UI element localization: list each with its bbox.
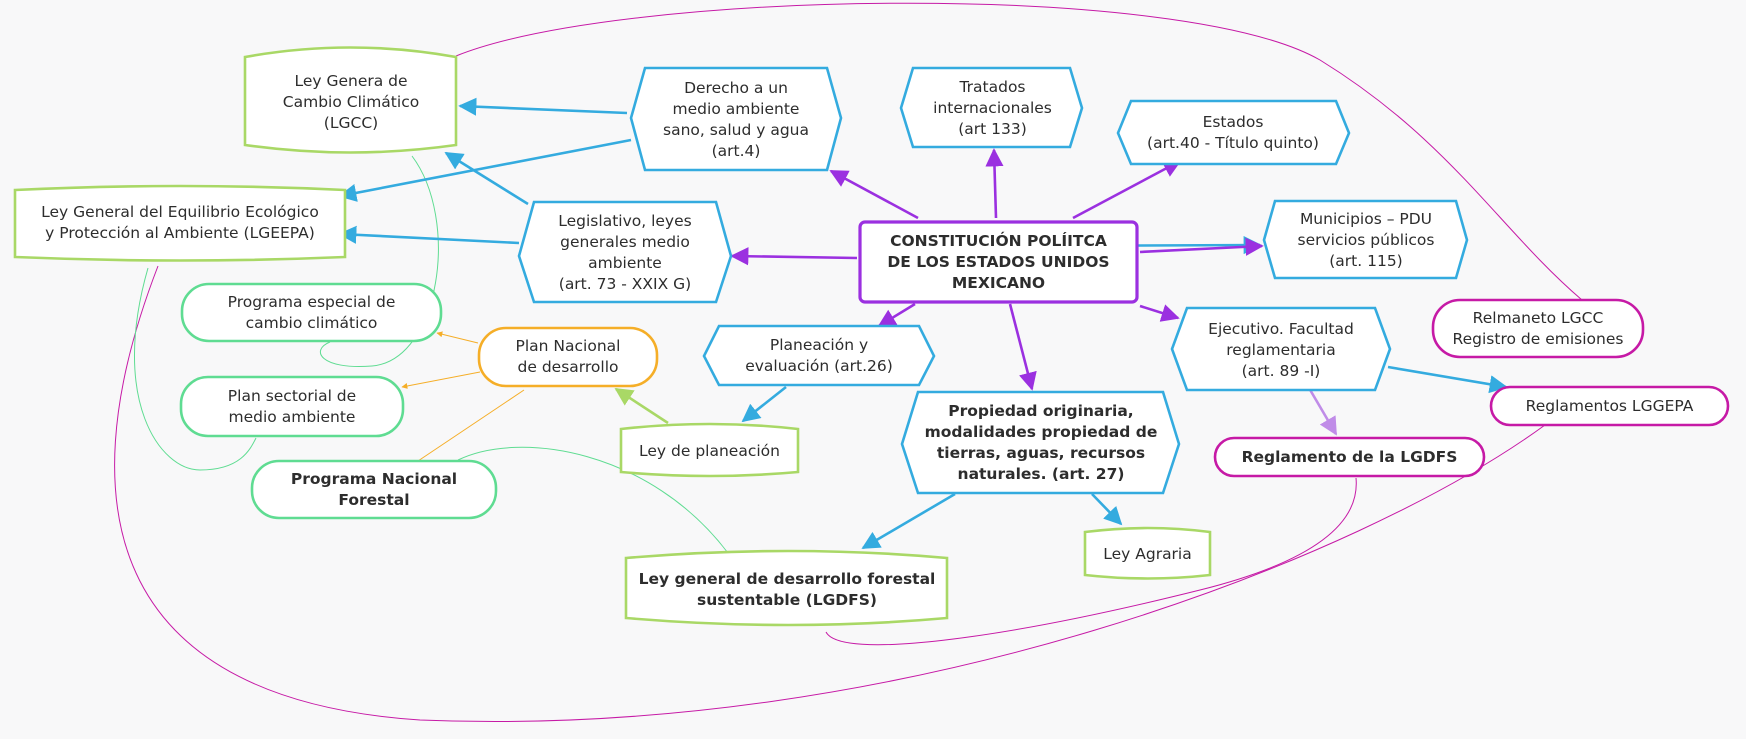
shape-ley-agraria bbox=[1083, 526, 1212, 580]
programa-forestal-node[interactable]: Programa Nacional Forestal bbox=[254, 463, 494, 516]
plan-sectorial-node[interactable]: Plan sectorial de medio ambiente bbox=[183, 379, 401, 434]
arrow-ley-planeacion-to-plan-nacional bbox=[614, 387, 669, 425]
tratados-node[interactable]: Tratados internacionales (art 133) bbox=[905, 72, 1080, 144]
lgcc-label: Ley Genera de Cambio Climático (LGCC) bbox=[282, 71, 420, 132]
relmaneto-node[interactable]: Relmaneto LGCC Registro de emisiones bbox=[1435, 302, 1641, 355]
programa-cc-label: Programa especial de cambio climático bbox=[227, 292, 396, 332]
plan-sectorial-label: Plan sectorial de medio ambiente bbox=[227, 386, 357, 426]
propiedad-node[interactable]: Propiedad originaria, modalidades propie… bbox=[906, 396, 1176, 490]
tratados-label: Tratados internacionales (art 133) bbox=[933, 77, 1052, 138]
municipios-label: Municipios – PDU servicios públicos (art… bbox=[1297, 209, 1435, 270]
curve-lgdfs-to-reglamento bbox=[825, 477, 1357, 646]
shape-propiedad bbox=[900, 390, 1181, 495]
reglamento-lgdfs-label: Reglamento de la LGDFS bbox=[1241, 447, 1458, 466]
green-relation-curves bbox=[134, 155, 729, 554]
hexagon-shapes bbox=[517, 66, 1469, 495]
shape-derecho bbox=[629, 66, 843, 172]
reglamentos-lggepa-node[interactable]: Reglamentos LGGEPA bbox=[1493, 389, 1726, 423]
orange-connections bbox=[401, 331, 525, 462]
shape-constitucion bbox=[858, 220, 1139, 304]
municipios-node[interactable]: Municipios – PDU servicios públicos (art… bbox=[1270, 204, 1462, 276]
shape-legislativo bbox=[517, 200, 733, 304]
ley-planeacion-node[interactable]: Ley de planeación bbox=[623, 430, 796, 472]
plan-nacional-label: Plan Nacional de desarrollo bbox=[515, 337, 621, 376]
plan-nacional-node[interactable]: Plan Nacional de desarrollo bbox=[481, 330, 655, 384]
shape-ejecutivo bbox=[1170, 306, 1392, 392]
derecho-label: Derecho a un medio ambiente sano, salud … bbox=[663, 79, 809, 160]
lgcc-node[interactable]: Ley Genera de Cambio Climático (LGCC) bbox=[248, 62, 454, 142]
derecho-node[interactable]: Derecho a un medio ambiente sano, salud … bbox=[640, 72, 832, 168]
curve-lgcc-to-relmaneto bbox=[455, 2, 1583, 301]
constitucion-node[interactable]: CONSTITUCIÓN POLÍITCA DE LOS ESTADOS UNI… bbox=[862, 224, 1135, 300]
shape-plan-sectorial bbox=[179, 375, 405, 438]
magenta-shapes bbox=[1213, 298, 1730, 478]
ley-agraria-node[interactable]: Ley Agraria bbox=[1087, 533, 1208, 575]
programa-cc-node[interactable]: Programa especial de cambio climático bbox=[184, 286, 439, 339]
reglamento-lgdfs-node[interactable]: Reglamento de la LGDFS bbox=[1217, 440, 1482, 474]
green-shapes bbox=[179, 282, 498, 520]
lgdfs-node[interactable]: Ley general de desarrollo forestal suste… bbox=[630, 560, 944, 620]
ejecutivo-label: Ejecutivo. Facultad reglamentaria (art. … bbox=[1208, 319, 1354, 380]
estados-label: Estados (art.40 - Título quinto) bbox=[1147, 113, 1319, 152]
shape-lgdfs bbox=[624, 549, 949, 627]
shape-relmaneto bbox=[1431, 298, 1645, 359]
curve-lgeepa-to-plan-sectorial bbox=[134, 267, 257, 471]
curve-lgeepa-to-reglamentos bbox=[114, 265, 1546, 723]
legislativo-label: Legislativo, leyes generales medio ambie… bbox=[558, 212, 692, 293]
shape-reglamento-lgdfs bbox=[1213, 436, 1486, 478]
shape-programa-cc bbox=[180, 282, 443, 343]
purple-arrows bbox=[730, 148, 1264, 391]
ley-planeacion-label: Ley de planeación bbox=[639, 441, 780, 460]
lgeepa-label: Ley General del Equilibrio Ecológico y P… bbox=[41, 203, 319, 242]
shape-planeacion bbox=[702, 324, 936, 387]
lgdfs-label: Ley general de desarrollo forestal suste… bbox=[638, 570, 936, 609]
programa-forestal-label: Programa Nacional Forestal bbox=[290, 469, 458, 509]
planeacion-label: Planeación y evaluación (art.26) bbox=[745, 336, 893, 375]
shape-reglamentos-lggepa bbox=[1489, 385, 1730, 427]
shape-lgeepa bbox=[13, 184, 347, 262]
propiedad-label: Propiedad originaria, modalidades propie… bbox=[924, 402, 1158, 483]
shape-municipios bbox=[1262, 199, 1469, 280]
legislativo-node[interactable]: Legislativo, leyes generales medio ambie… bbox=[526, 206, 724, 300]
ejecutivo-node[interactable]: Ejecutivo. Facultad reglamentaria (art. … bbox=[1180, 312, 1382, 388]
constitucion-label: CONSTITUCIÓN POLÍITCA DE LOS ESTADOS UNI… bbox=[887, 231, 1110, 292]
shape-tratados bbox=[899, 66, 1084, 149]
estados-node[interactable]: Estados (art.40 - Título quinto) bbox=[1122, 104, 1344, 162]
relmaneto-label: Relmaneto LGCC Registro de emisiones bbox=[1452, 308, 1624, 348]
reglamentos-lggepa-label: Reglamentos LGGEPA bbox=[1525, 396, 1694, 415]
shape-plan-nacional bbox=[477, 326, 659, 388]
ley-agraria-label: Ley Agraria bbox=[1103, 544, 1192, 563]
curve-lgdfs-to-programa-forestal bbox=[457, 446, 729, 554]
curve-lgcc-to-programa-cc bbox=[319, 155, 439, 368]
shape-estados bbox=[1116, 99, 1351, 166]
shape-programa-forestal bbox=[250, 459, 498, 520]
magenta-relation-curves bbox=[114, 2, 1583, 723]
lime-shapes bbox=[13, 46, 1212, 627]
arrow-ejecutivo-to-reglamento bbox=[1307, 387, 1338, 436]
shape-lgcc bbox=[243, 46, 458, 154]
lgeepa-node[interactable]: Ley General del Equilibrio Ecológico y P… bbox=[18, 192, 342, 254]
planeacion-node[interactable]: Planeación y evaluación (art.26) bbox=[712, 330, 926, 382]
shape-ley-planeacion bbox=[619, 422, 800, 478]
